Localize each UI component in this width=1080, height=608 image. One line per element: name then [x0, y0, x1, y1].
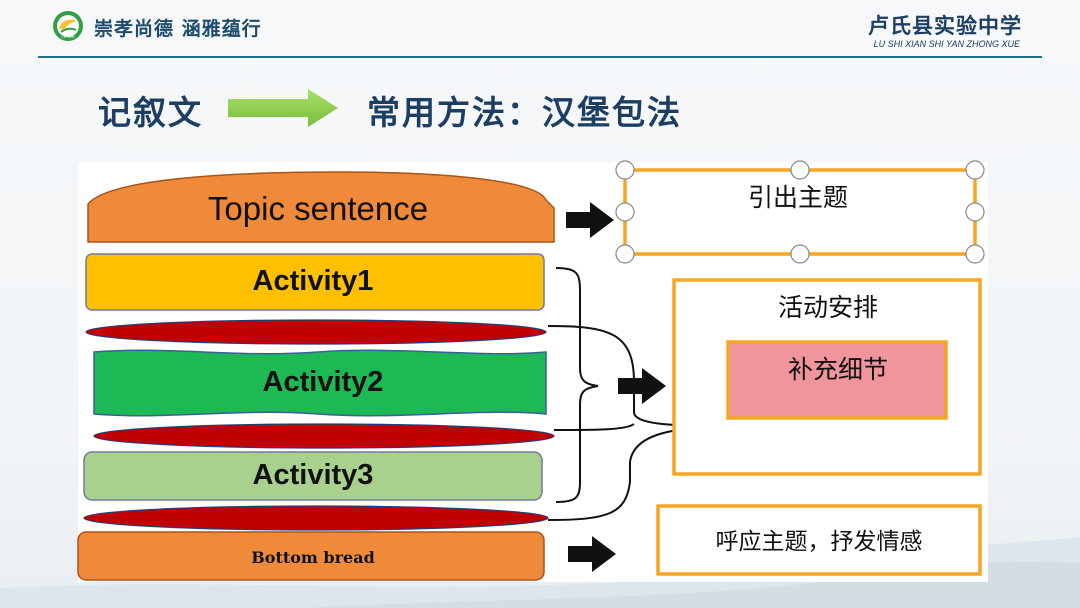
selection-handles — [615, 160, 985, 264]
topic-sentence-label: Topic sentence — [207, 190, 429, 227]
activity1-layer — [85, 253, 545, 311]
school-name-pinyin: LU SHI XIAN SHI YAN ZHONG XUE — [873, 39, 1020, 49]
right-arrow-icon — [228, 89, 338, 127]
arrow-activities-icon — [618, 368, 666, 404]
conclusion-note: 呼应主题，抒发情感 — [715, 528, 923, 554]
title-genre: 记叙文 — [98, 93, 203, 132]
activity3-layer — [83, 451, 543, 501]
activity2-layer — [93, 349, 547, 417]
title-method: 常用方法：汉堡包法 — [367, 93, 682, 132]
brace-activities — [555, 267, 599, 503]
details-note: 补充细节 — [787, 356, 888, 384]
top-bun — [87, 171, 555, 243]
school-logo-icon: LU SHI — [53, 11, 83, 41]
intro-note: 引出主题 — [747, 184, 848, 212]
school-name: 卢氏县实验中学 — [868, 14, 1022, 38]
header-divider — [38, 56, 1042, 58]
bottom-bread-label: Bottom bread — [251, 548, 375, 567]
filling-layer-2 — [93, 423, 555, 449]
school-motto: 崇孝尚德 涵雅蕴行 — [94, 18, 262, 40]
conclusion-box — [656, 504, 982, 576]
filling-layer-1 — [85, 319, 547, 345]
activity3-label: Activity3 — [252, 459, 374, 491]
bottom-bun — [77, 531, 545, 581]
details-box — [726, 340, 948, 420]
hamburger-diagram: Topic sentence Activity1 Activity2 Activ… — [77, 160, 988, 582]
arrow-topic-icon — [566, 202, 614, 238]
filling-layer-3 — [83, 505, 549, 531]
logo-text: LU SHI — [62, 34, 75, 39]
arrow-bottom-icon — [568, 536, 616, 572]
diagram-shapes — [77, 160, 985, 581]
activity1-label: Activity1 — [252, 265, 374, 297]
activity2-label: Activity2 — [262, 366, 384, 398]
activities-note: 活动安排 — [777, 294, 878, 322]
